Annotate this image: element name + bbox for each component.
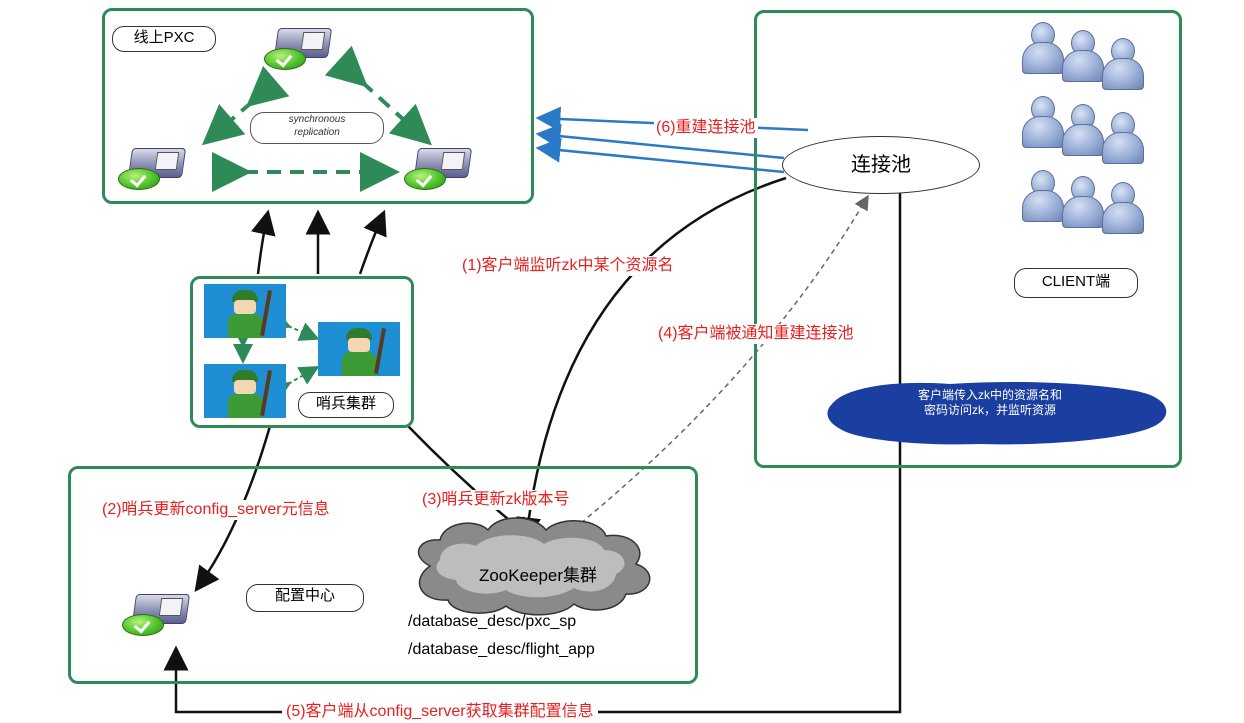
- step-6-label: (6)重建连接池: [654, 118, 758, 138]
- step-2-label: (2)哨兵更新config_server元信息: [100, 500, 332, 520]
- config-server-icon: [120, 590, 191, 638]
- config-center-label: 配置中心: [246, 584, 364, 612]
- sentinel-box: [190, 276, 414, 428]
- user-icon: [1102, 38, 1144, 90]
- client-note-line-1: 客户端传入zk中的资源名和: [917, 388, 1062, 402]
- client-note-line-2: 密码访问zk，并监听资源: [923, 403, 1056, 417]
- sentinel-to-pxc-arrows: [251, 209, 387, 275]
- zookeeper-label: ZooKeeper集群: [478, 566, 598, 585]
- user-icon: [1022, 96, 1064, 148]
- pxc-server-icon-left: [116, 144, 187, 192]
- step-1-label: (1)客户端监听zk中某个资源名: [460, 256, 676, 276]
- replication-arrows: [201, 45, 432, 192]
- sentinel-internal-arrows: [233, 310, 320, 401]
- client-box: [754, 10, 1182, 468]
- arrow-step-1: [516, 176, 787, 543]
- client-label: CLIENT端: [1014, 268, 1138, 298]
- connection-pool-label: 连接池: [851, 154, 911, 176]
- zookeeper-cloud: [417, 517, 651, 616]
- step-5-label: (5)客户端从config_server获取集群配置信息: [282, 702, 598, 722]
- sentinel-icon-3: [204, 364, 286, 418]
- client-note-blob: [827, 382, 1167, 445]
- pxc-box: [102, 8, 534, 204]
- zk-path-2: /database_desc/flight_app: [408, 641, 595, 658]
- user-icon: [1062, 104, 1104, 156]
- client-note: 客户端传入zk中的资源名和 密码访问zk，并监听资源: [860, 388, 1120, 418]
- user-icon: [1062, 176, 1104, 228]
- user-icon: [1062, 30, 1104, 82]
- sentinel-label: 哨兵集群: [298, 392, 394, 418]
- pxc-server-icon-top: [262, 24, 333, 72]
- sync-line-1: synchronous: [288, 114, 346, 125]
- user-icon: [1102, 182, 1144, 234]
- user-icon: [1022, 22, 1064, 74]
- sentinel-icon-2: [318, 322, 400, 376]
- zk-path-1: /database_desc/pxc_sp: [408, 613, 577, 630]
- sync-line-2: replication: [294, 127, 340, 138]
- sync-replication-label: synchronous replication: [250, 112, 384, 144]
- step-3-label: (3)哨兵更新zk版本号: [420, 490, 572, 510]
- step-4-label: (4)客户端被通知重建连接池: [656, 324, 856, 344]
- user-icon: [1102, 112, 1144, 164]
- config-center-box: [68, 466, 698, 684]
- pxc-label: 线上PXC: [112, 26, 216, 52]
- pxc-server-icon-right: [402, 144, 473, 192]
- user-icon: [1022, 170, 1064, 222]
- client-users: [1018, 22, 1168, 234]
- sentinel-icon-1: [204, 284, 286, 338]
- connection-pool: 连接池: [782, 136, 980, 194]
- arrow-step-4: [559, 194, 869, 541]
